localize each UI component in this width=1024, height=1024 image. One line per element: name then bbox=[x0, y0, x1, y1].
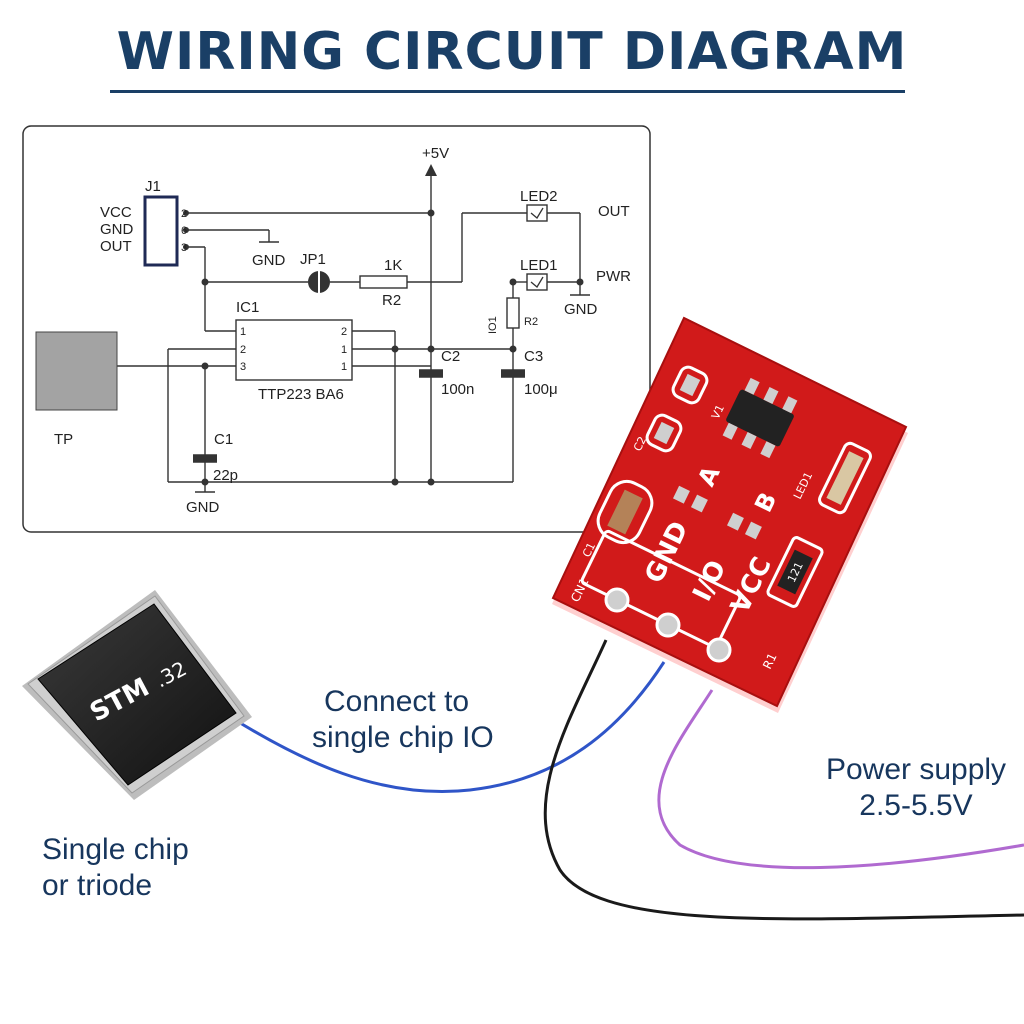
j1-pin-number: 2 bbox=[181, 208, 187, 220]
silk-c2: C2 bbox=[631, 434, 649, 453]
j1-pin-gnd: GND bbox=[100, 221, 134, 238]
power-caption: Power supply 2.5-5.5V bbox=[818, 752, 1014, 824]
c1-label: C1 bbox=[214, 431, 233, 448]
module-resistor: 121 bbox=[766, 536, 824, 608]
ic1-part: TTP223 BA6 bbox=[258, 386, 344, 403]
ic-pin-number: 2 bbox=[240, 344, 246, 356]
c3-value: 100μ bbox=[524, 381, 558, 398]
silk-v1: V1 bbox=[709, 403, 727, 422]
io-caption-line2: single chip IO bbox=[312, 721, 494, 754]
j1-connector bbox=[143, 195, 179, 267]
ic-pin-number: 2 bbox=[341, 326, 347, 338]
io-caption: Connect to single chip IO bbox=[312, 684, 494, 756]
gnd-label: GND bbox=[252, 252, 286, 269]
pin-gnd bbox=[604, 587, 630, 613]
j1-pin-out: OUT bbox=[100, 238, 132, 255]
power-caption-line1: Power supply bbox=[825, 753, 1007, 786]
j1-pin-vcc: VCC bbox=[100, 204, 132, 221]
supply-arrow bbox=[425, 164, 437, 176]
silk-c1: C1 bbox=[580, 540, 598, 559]
r2-value: 1K bbox=[384, 257, 402, 274]
j1-pin-number: 3 bbox=[181, 242, 187, 254]
io-caption-line1: Connect to bbox=[324, 685, 470, 718]
module-capacitor bbox=[596, 479, 654, 545]
junction-dots bbox=[183, 209, 584, 486]
title-underline bbox=[110, 90, 905, 93]
c2-value: 100n bbox=[441, 381, 474, 398]
pin-vcc bbox=[706, 637, 732, 663]
j1-pin-number: 6 bbox=[181, 225, 187, 237]
power-caption-line2: 2.5-5.5V bbox=[859, 789, 973, 822]
chip-caption-line1: Single chip bbox=[42, 833, 189, 866]
vcc-wire bbox=[657, 689, 1024, 870]
c2-label: C2 bbox=[441, 348, 460, 365]
gnd-wire bbox=[543, 639, 1024, 921]
ic1-body bbox=[235, 319, 353, 381]
silk-r1: R1 bbox=[760, 651, 780, 672]
supply-label: +5V bbox=[422, 145, 449, 162]
module-led bbox=[818, 441, 872, 515]
ic-pin-number: 1 bbox=[240, 326, 246, 338]
led1-label: LED1 bbox=[520, 257, 558, 274]
module-ic bbox=[726, 389, 794, 447]
pin-io bbox=[655, 612, 681, 638]
ic-pin-number: 3 bbox=[240, 361, 246, 373]
chip-caption-line2: or triode bbox=[42, 869, 153, 902]
r2-label: R2 bbox=[382, 292, 401, 309]
pcb-board bbox=[551, 316, 908, 708]
io1-label: IO1 bbox=[487, 316, 499, 334]
pwr-label: PWR bbox=[596, 268, 631, 285]
tp-label: TP bbox=[54, 431, 73, 448]
c3-label: C3 bbox=[524, 348, 543, 365]
chip-caption: Single chip or triode bbox=[42, 832, 189, 904]
ic-pin-number: 1 bbox=[341, 344, 347, 356]
c1-value: 22p bbox=[213, 467, 238, 484]
touch-pad bbox=[35, 331, 118, 411]
jumper-pads bbox=[672, 485, 762, 540]
io-wire bbox=[231, 661, 666, 794]
j1-label: J1 bbox=[145, 178, 161, 195]
out-label: OUT bbox=[598, 203, 630, 220]
page-title: WIRING CIRCUIT DIAGRAM bbox=[116, 22, 908, 82]
ic1-label: IC1 bbox=[236, 299, 259, 316]
jp1-label: JP1 bbox=[300, 251, 326, 268]
io1-value: R2 bbox=[524, 316, 538, 328]
ic-pin-number: 1 bbox=[341, 361, 347, 373]
gnd-label: GND bbox=[186, 499, 220, 516]
gnd-label: GND bbox=[564, 301, 598, 318]
led2-label: LED2 bbox=[520, 188, 558, 205]
